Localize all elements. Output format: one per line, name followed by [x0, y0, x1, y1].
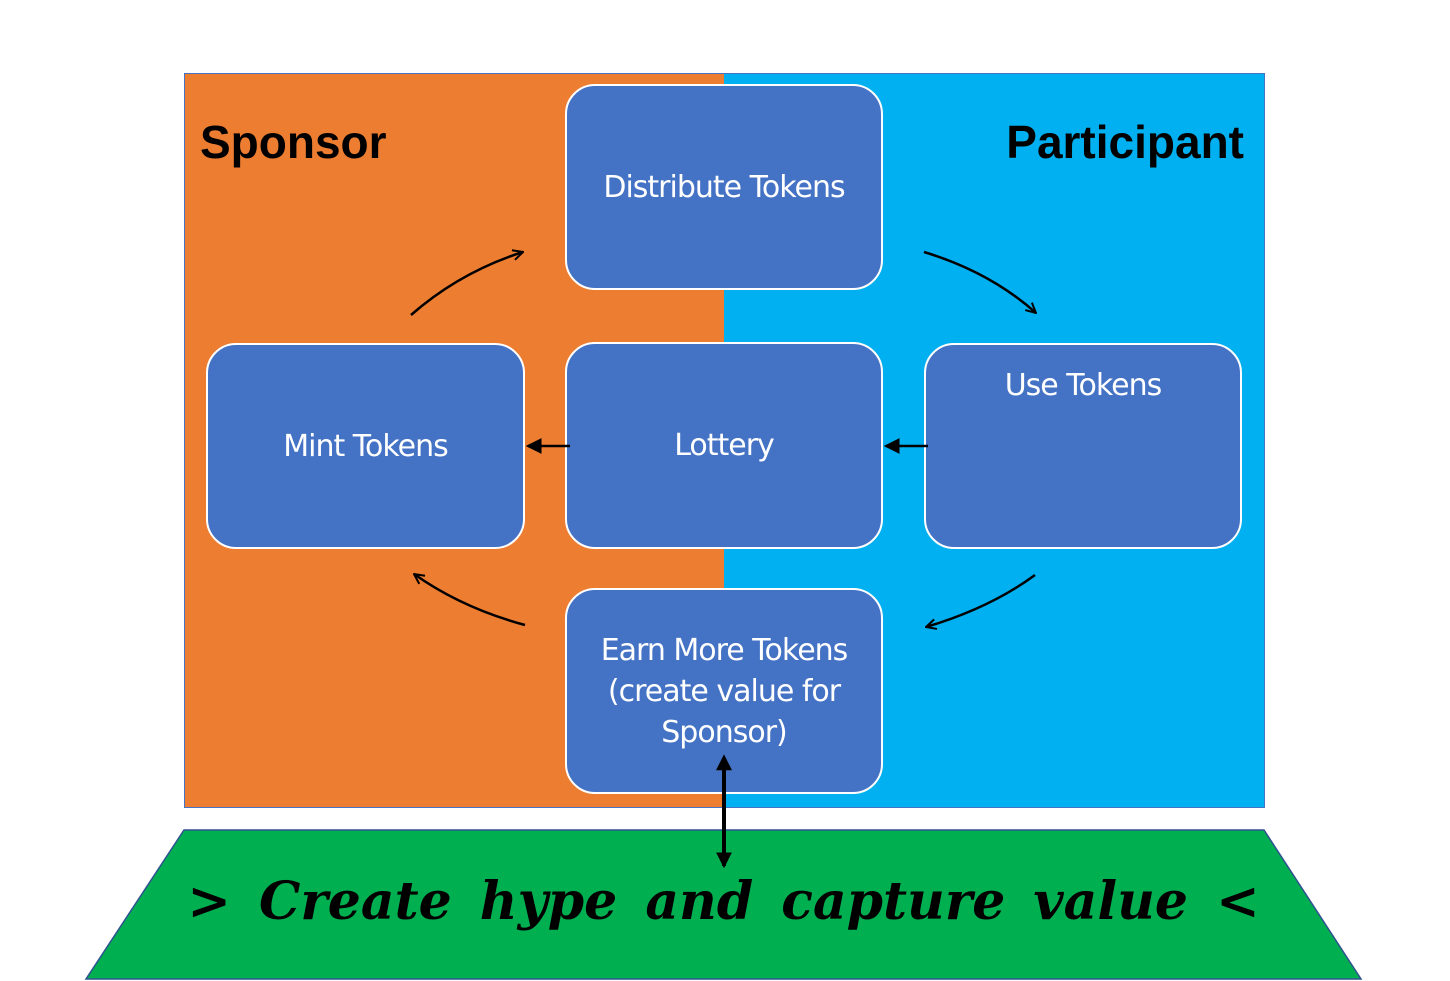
use-tokens-label: Use Tokens: [1004, 368, 1163, 403]
participant-title: Participant: [1006, 116, 1244, 168]
distribute-tokens-label: Distribute Tokens: [603, 169, 845, 205]
mint-tokens-node: Mint Tokens: [206, 343, 525, 549]
lottery-node: Lottery: [565, 342, 883, 549]
banner-shape: [84, 829, 1363, 980]
banner-tagline: > Create hype and capture value <: [187, 871, 1260, 932]
distribute-tokens-node: Distribute Tokens: [565, 84, 883, 290]
mint-tokens-label: Mint Tokens: [283, 428, 449, 464]
earn-more-tokens-label: Earn More Tokens (create value for Spons…: [600, 632, 849, 750]
earn-more-tokens-node: Earn More Tokens (create value for Spons…: [565, 588, 883, 794]
sponsor-title: Sponsor: [200, 116, 387, 168]
lottery-label: Lottery: [674, 428, 775, 463]
use-tokens-node: Use Tokens: [924, 343, 1242, 549]
